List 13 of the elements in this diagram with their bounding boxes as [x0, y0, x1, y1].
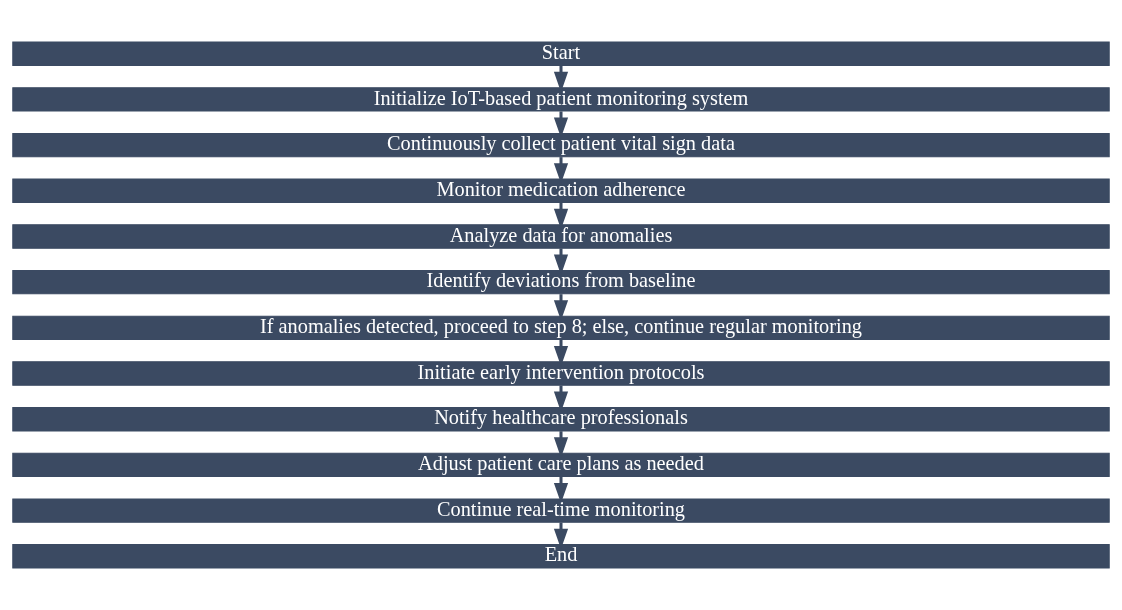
arrow [553, 476, 569, 504]
node-box: Monitor medication adherence [12, 178, 1110, 203]
node-box: Initialize IoT-based patient monitoring system [12, 87, 1110, 112]
node-box: Identify deviations from baseline [12, 269, 1110, 295]
node-box: Notify healthcare professionals [12, 407, 1110, 432]
node-box: Analyze data for anomalies [12, 224, 1110, 249]
node-box: End [12, 544, 1110, 569]
node-box: Adjust patient care plans as needed [12, 452, 1110, 478]
node-box: Start [12, 41, 1110, 66]
node-box: Initiate early intervention protocols [12, 361, 1110, 386]
node-box: Continue real-time monitoring [12, 498, 1110, 523]
node-box: Continuously collect patient vital sign data [12, 132, 1110, 158]
node-box: If anomalies detected, proceed to step 8; else, continue regular monitoring [12, 315, 1110, 341]
